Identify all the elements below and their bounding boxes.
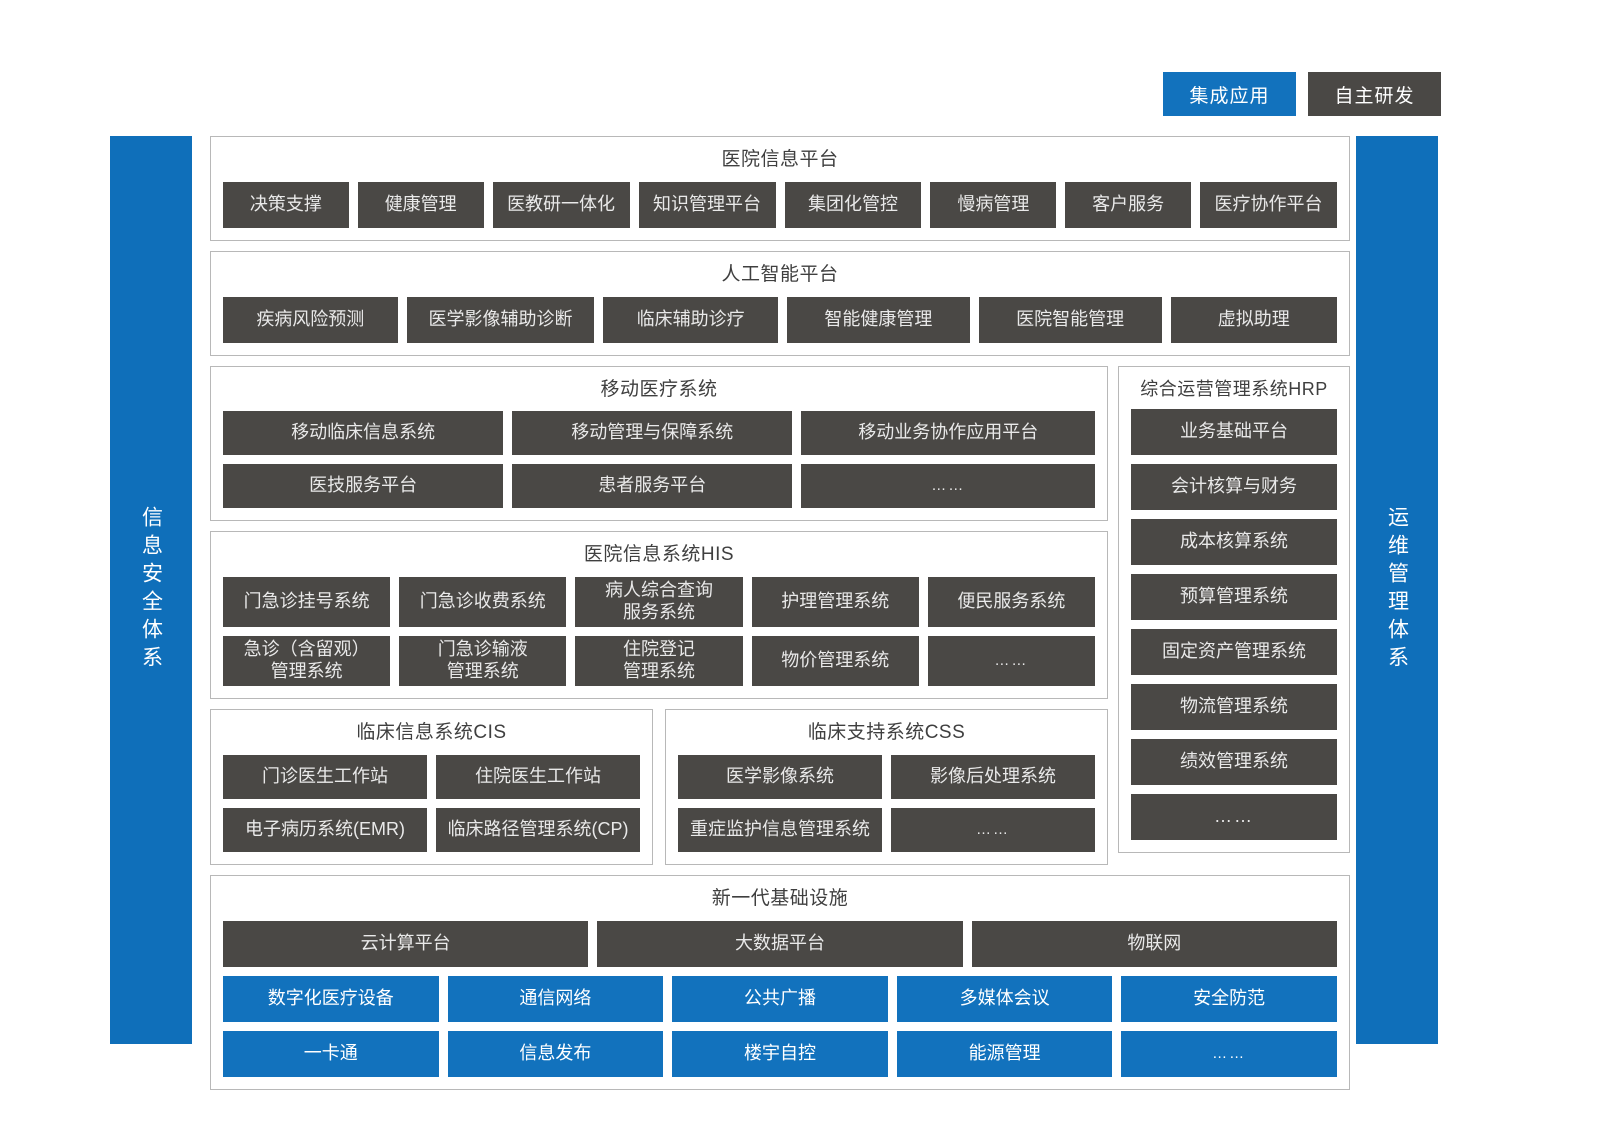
box-one-card[interactable]: 一卡通 (223, 1030, 439, 1077)
sidebar-left-label: 信息安全体系 (139, 506, 163, 674)
panel-title-css: 临床支持系统CSS (807, 722, 966, 744)
box-disease-risk-prediction[interactable]: 疾病风险预测 (223, 296, 398, 343)
box-mobile-more[interactable]: …… (801, 464, 1096, 509)
row-css-1: 医学影像系统 影像后处理系统 (678, 754, 1095, 799)
box-budget-management[interactable]: 预算管理系统 (1131, 574, 1337, 621)
box-performance-management[interactable]: 绩效管理系统 (1131, 739, 1337, 786)
panel-cis: 临床信息系统CIS 门诊医生工作站 住院医生工作站 电子病历系统(EMR) 临床… (210, 709, 653, 865)
box-clinical-aided-treatment[interactable]: 临床辅助诊疗 (603, 296, 778, 343)
box-medical-imaging-system[interactable]: 医学影像系统 (678, 754, 882, 799)
box-med-edu-research[interactable]: 医教研一体化 (492, 181, 630, 228)
row-hospital-info-items: 决策支撑 健康管理 医教研一体化 知识管理平台 集团化管控 慢病管理 客户服务 … (223, 181, 1337, 228)
box-medical-collaboration[interactable]: 医疗协作平台 (1200, 181, 1337, 228)
panel-hospital-info-platform: 医院信息平台 决策支撑 健康管理 医教研一体化 知识管理平台 集团化管控 慢病管… (210, 136, 1350, 241)
box-emr-system[interactable]: 电子病历系统(EMR) (223, 807, 427, 852)
panel-title-infrastructure: 新一代基础设施 (711, 887, 849, 909)
box-public-broadcasting[interactable]: 公共广播 (672, 975, 888, 1022)
sidebar-operations-management: 运维管理体系 (1356, 136, 1438, 1044)
legend-self-developed: 自主研发 (1308, 72, 1441, 116)
box-communication-network[interactable]: 通信网络 (447, 975, 664, 1022)
panel-title-hrp: 综合运营管理系统HRP (1140, 378, 1328, 399)
box-iot[interactable]: 物联网 (971, 920, 1337, 967)
box-convenience-service[interactable]: 便民服务系统 (927, 577, 1096, 628)
panel-title-his: 医院信息系统HIS (583, 544, 735, 566)
legend: 集成应用 自主研发 (1163, 72, 1441, 116)
row-his-2: 急诊（含留观） 管理系统 门急诊输液 管理系统 住院登记 管理系统 物价管理系统… (223, 636, 1096, 687)
legend-integrated-app: 集成应用 (1163, 72, 1296, 116)
box-inpatient-registration[interactable]: 住院登记 管理系统 (575, 636, 743, 687)
box-css-more[interactable]: …… (891, 807, 1095, 852)
row-infra-3: 一卡通 信息发布 楼宇自控 能源管理 …… (223, 1030, 1337, 1077)
box-information-release[interactable]: 信息发布 (447, 1030, 664, 1077)
row-cis-1: 门诊医生工作站 住院医生工作站 (223, 754, 640, 799)
box-health-management[interactable]: 健康管理 (357, 181, 484, 228)
box-price-management[interactable]: 物价管理系统 (751, 636, 919, 687)
row-infra-1: 云计算平台 大数据平台 物联网 (223, 920, 1337, 967)
sidebar-right-label: 运维管理体系 (1385, 506, 1409, 674)
row-cis-2: 电子病历系统(EMR) 临床路径管理系统(CP) (223, 807, 640, 852)
subpanels-cis-css: 临床信息系统CIS 门诊医生工作站 住院医生工作站 电子病历系统(EMR) 临床… (210, 709, 1108, 865)
box-accounting-finance[interactable]: 会计核算与财务 (1131, 464, 1337, 511)
box-business-base-platform[interactable]: 业务基础平台 (1131, 409, 1337, 456)
panel-hrp: 综合运营管理系统HRP 业务基础平台 会计核算与财务 成本核算系统 预算管理系统… (1118, 365, 1350, 854)
box-multimedia-conference[interactable]: 多媒体会议 (896, 975, 1113, 1022)
panel-title-mobile-medical: 移动医疗系统 (600, 378, 718, 400)
box-big-data-platform[interactable]: 大数据平台 (597, 920, 963, 967)
box-knowledge-platform[interactable]: 知识管理平台 (638, 181, 776, 228)
box-mobile-management-support[interactable]: 移动管理与保障系统 (512, 411, 793, 456)
panel-title-hospital-info-platform: 医院信息平台 (721, 149, 839, 170)
box-virtual-assistant[interactable]: 虚拟助理 (1170, 296, 1338, 343)
box-smart-health-management[interactable]: 智能健康管理 (786, 296, 970, 343)
box-logistics-management[interactable]: 物流管理系统 (1131, 684, 1337, 731)
box-decision-support[interactable]: 决策支撑 (223, 181, 349, 228)
box-inpatient-doctor-station[interactable]: 住院医生工作站 (436, 754, 640, 799)
box-icu-info-management[interactable]: 重症监护信息管理系统 (678, 807, 882, 852)
panel-ai-platform: 人工智能平台 疾病风险预测 医学影像辅助诊断 临床辅助诊疗 智能健康管理 医院智… (210, 250, 1350, 356)
row-css-2: 重症监护信息管理系统 …… (678, 807, 1095, 852)
box-group-control[interactable]: 集团化管控 (784, 181, 922, 228)
box-cloud-computing-platform[interactable]: 云计算平台 (223, 920, 589, 967)
box-energy-management[interactable]: 能源管理 (896, 1030, 1113, 1077)
mid-left-stack: 移动医疗系统 移动临床信息系统 移动管理与保障系统 移动业务协作应用平台 医技服… (210, 365, 1108, 865)
box-nursing-management[interactable]: 护理管理系统 (751, 577, 919, 628)
box-patient-service-platform[interactable]: 患者服务平台 (512, 464, 793, 509)
main-column: 医院信息平台 决策支撑 健康管理 医教研一体化 知识管理平台 集团化管控 慢病管… (210, 136, 1350, 1100)
panel-title-ai-platform: 人工智能平台 (721, 263, 839, 285)
box-digital-medical-equipment[interactable]: 数字化医疗设备 (223, 975, 439, 1022)
mid-area: 移动医疗系统 移动临床信息系统 移动管理与保障系统 移动业务协作应用平台 医技服… (210, 365, 1350, 865)
row-mobile-medical-1: 移动临床信息系统 移动管理与保障系统 移动业务协作应用平台 (223, 411, 1096, 456)
panel-mobile-medical: 移动医疗系统 移动临床信息系统 移动管理与保障系统 移动业务协作应用平台 医技服… (210, 365, 1108, 522)
box-imaging-aided-diagnosis[interactable]: 医学影像辅助诊断 (406, 296, 595, 343)
box-security-protection[interactable]: 安全防范 (1121, 975, 1337, 1022)
box-his-more[interactable]: …… (927, 636, 1096, 687)
box-emergency-observation[interactable]: 急诊（含留观） 管理系统 (223, 636, 391, 687)
box-outpatient-registration[interactable]: 门急诊挂号系统 (223, 577, 391, 628)
panel-title-cis: 临床信息系统CIS (356, 722, 507, 744)
box-cost-accounting[interactable]: 成本核算系统 (1131, 519, 1337, 566)
row-ai-items: 疾病风险预测 医学影像辅助诊断 临床辅助诊疗 智能健康管理 医院智能管理 虚拟助… (223, 296, 1338, 343)
box-patient-query-service[interactable]: 病人综合查询 服务系统 (575, 577, 743, 628)
box-fixed-asset-management[interactable]: 固定资产管理系统 (1131, 629, 1337, 676)
box-outpatient-doctor-station[interactable]: 门诊医生工作站 (223, 754, 427, 799)
box-hrp-more[interactable]: …… (1131, 794, 1337, 841)
row-mobile-medical-2: 医技服务平台 患者服务平台 …… (223, 464, 1096, 509)
box-mobile-clinical-info[interactable]: 移动临床信息系统 (223, 411, 504, 456)
box-building-automation[interactable]: 楼宇自控 (672, 1030, 888, 1077)
sidebar-information-security: 信息安全体系 (110, 136, 192, 1044)
panel-css: 临床支持系统CSS 医学影像系统 影像后处理系统 重症监护信息管理系统 …… (665, 709, 1108, 865)
box-outpatient-billing[interactable]: 门急诊收费系统 (399, 577, 567, 628)
row-his-1: 门急诊挂号系统 门急诊收费系统 病人综合查询 服务系统 护理管理系统 便民服务系… (223, 577, 1096, 628)
box-hospital-smart-management[interactable]: 医院智能管理 (978, 296, 1162, 343)
box-mobile-business-collab[interactable]: 移动业务协作应用平台 (801, 411, 1096, 456)
box-image-postprocessing[interactable]: 影像后处理系统 (891, 754, 1095, 799)
box-medtech-service-platform[interactable]: 医技服务平台 (223, 464, 504, 509)
box-chronic-disease[interactable]: 慢病管理 (930, 181, 1057, 228)
box-clinical-pathway-system[interactable]: 临床路径管理系统(CP) (436, 807, 640, 852)
panel-his: 医院信息系统HIS 门急诊挂号系统 门急诊收费系统 病人综合查询 服务系统 护理… (210, 531, 1108, 700)
box-customer-service[interactable]: 客户服务 (1065, 181, 1192, 228)
box-outpatient-infusion[interactable]: 门急诊输液 管理系统 (399, 636, 567, 687)
row-infra-2: 数字化医疗设备 通信网络 公共广播 多媒体会议 安全防范 (223, 975, 1337, 1022)
panel-infrastructure: 新一代基础设施 云计算平台 大数据平台 物联网 数字化医疗设备 通信网络 公共广… (210, 874, 1350, 1090)
box-infra-more[interactable]: …… (1121, 1030, 1337, 1077)
